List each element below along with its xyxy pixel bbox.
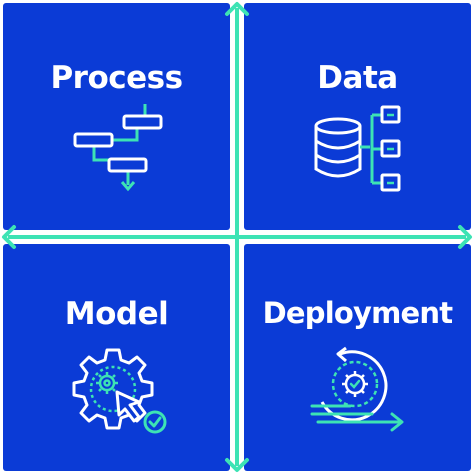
data-label: Data [317,60,398,96]
process-label: Process [50,60,183,96]
data-quadrant: Data [244,3,471,230]
horizontal-axis-arrow [2,225,472,249]
gear-cursor-icon [72,348,167,434]
model-quadrant: Model [3,244,230,471]
process-quadrant: Process [3,3,230,230]
model-label: Model [64,296,169,332]
cycle-gear-icon [310,346,404,432]
deployment-quadrant: Deployment [244,244,471,471]
deployment-label: Deployment [262,296,453,330]
flowchart-icon [73,104,163,192]
database-icon [314,105,401,192]
